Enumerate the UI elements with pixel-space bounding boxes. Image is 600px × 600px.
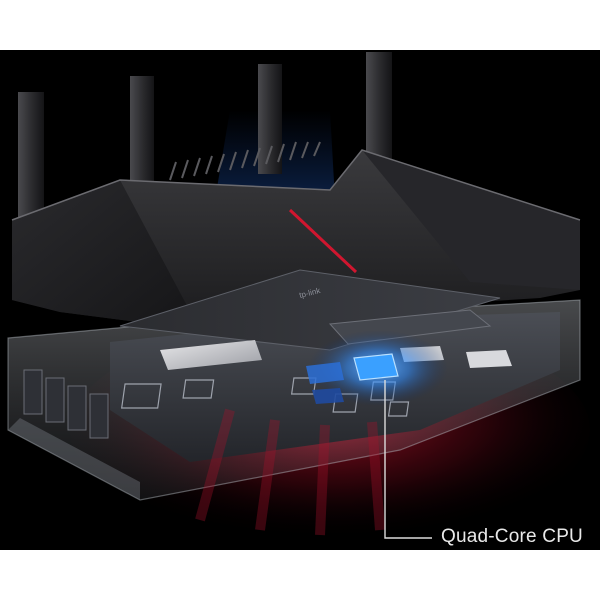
rf-shield-left bbox=[160, 340, 262, 370]
rf-shield-right bbox=[466, 350, 512, 368]
red-light-streaks bbox=[195, 408, 385, 536]
quad-core-cpu-chip bbox=[353, 353, 399, 381]
cpu-callout-line bbox=[384, 380, 432, 539]
cpu-callout-label: Quad-Core CPU bbox=[441, 526, 583, 547]
router-illustration: tp-link bbox=[7, 52, 590, 540]
antenna-2 bbox=[130, 76, 154, 196]
router-shell-right-face bbox=[362, 150, 580, 290]
ram-chip bbox=[312, 388, 344, 404]
heat-sink-fins bbox=[169, 141, 321, 181]
cpu-adjacent-chip bbox=[306, 362, 344, 384]
tray-front-wall bbox=[8, 418, 140, 500]
router-shell-left-face bbox=[12, 180, 200, 330]
port-row bbox=[23, 369, 109, 439]
red-accent-stripe bbox=[288, 208, 358, 274]
cover-plate bbox=[119, 269, 501, 351]
shell-edge-highlight bbox=[11, 149, 581, 221]
antenna-4 bbox=[366, 52, 392, 162]
antenna-3 bbox=[258, 64, 282, 174]
router-exploded-view: tp-link bbox=[0, 50, 600, 550]
